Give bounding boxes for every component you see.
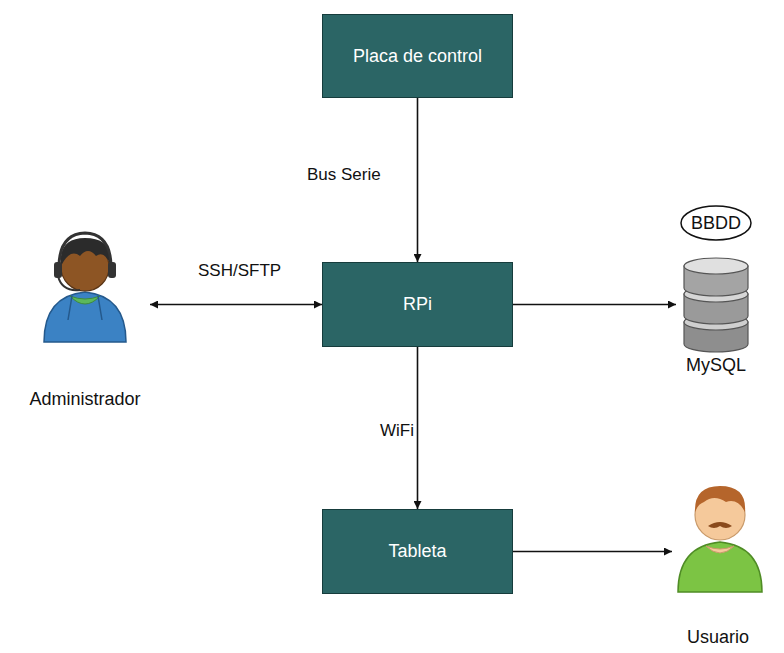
database-icon [684,258,748,352]
person-node: Administrador [20,232,150,410]
node-text: RPi [403,294,432,315]
admin-icon [44,233,126,342]
bbdd-ellipse [681,206,751,240]
user-icon [678,486,762,592]
edge-label: WiFi [378,421,416,441]
edge-label: Bus Serie [305,165,383,185]
node-text: BBDD [691,213,741,234]
node-text: Usuario [687,627,749,648]
node-text: Tableta [388,541,446,562]
connector-arrow [417,347,419,509]
connector-arrow [150,304,322,306]
process-box: RPi [322,262,513,347]
node-text: Administrador [29,389,140,410]
database-tag: BBDD [681,206,751,240]
connector-arrow [513,551,672,553]
person-node: Usuario [672,482,764,648]
node-text: MySQL [686,355,746,376]
node-text: Placa de control [353,46,482,67]
connector-arrow [513,304,676,306]
process-box: Tableta [322,509,513,594]
connector-arrow [417,98,419,262]
edge-label: SSH/SFTP [196,261,283,281]
process-box: Placa de control [322,14,513,98]
database-node: MySQL [676,256,756,376]
